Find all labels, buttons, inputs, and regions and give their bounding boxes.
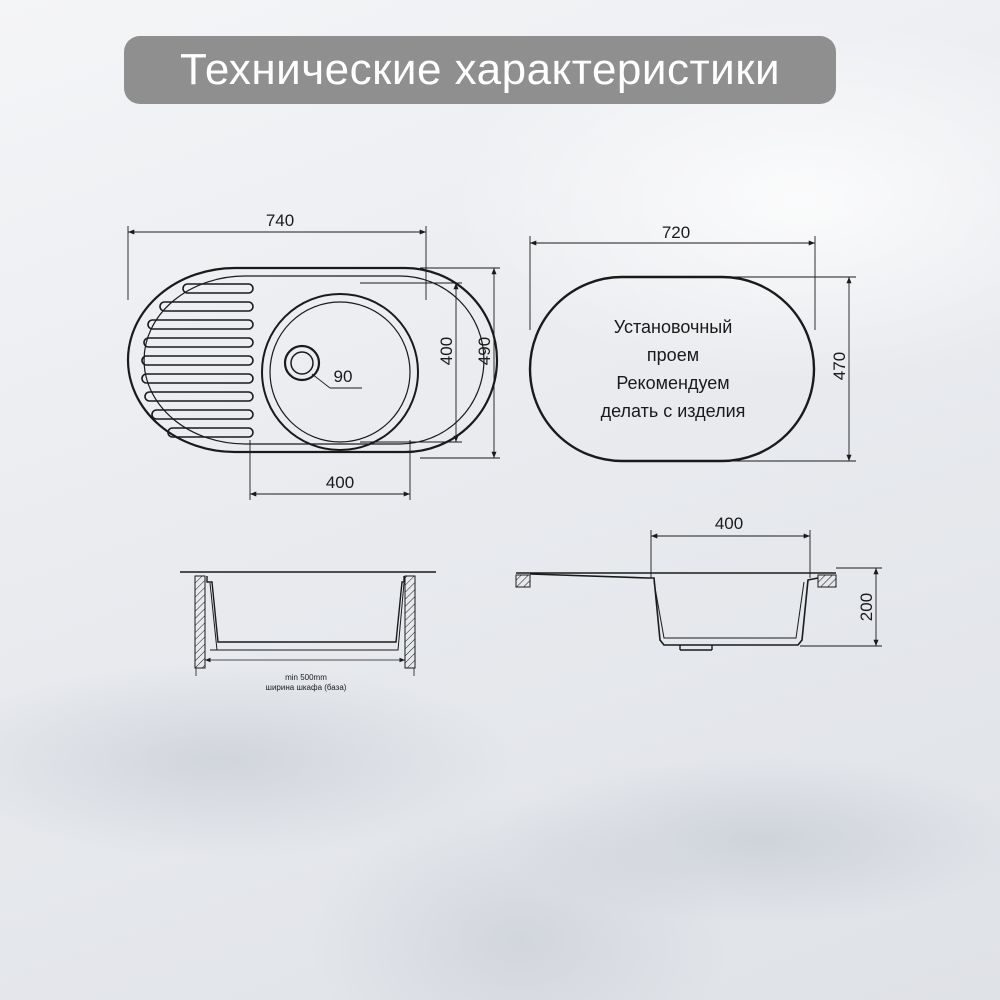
sink-outer-outline <box>126 266 499 454</box>
side-view-dimensions <box>650 530 882 647</box>
drain-inner <box>290 351 314 375</box>
cutout-outline <box>528 275 816 463</box>
side-bowl-width-label: 400 <box>715 514 743 533</box>
cutout-note-line-2: проем <box>647 345 699 365</box>
drainboard-ribs <box>141 283 254 438</box>
bowl-depth-label: 400 <box>437 337 456 365</box>
sink-top-view <box>126 226 500 500</box>
cabinet-min-width-label: min 500mm <box>285 673 327 682</box>
cutout-depth-label: 470 <box>830 352 849 380</box>
top-view-dimensions <box>127 226 500 500</box>
drain-diameter-label: 90 <box>334 367 353 386</box>
cutout-dimensions <box>529 236 856 462</box>
cutout-note-line-1: Установочный <box>614 317 733 337</box>
title-banner <box>124 36 836 104</box>
drain-outer <box>283 344 321 382</box>
cutout-width-label: 720 <box>662 223 690 242</box>
overall-width-label: 740 <box>266 211 294 230</box>
overall-depth-label: 490 <box>475 337 494 365</box>
cutout-note-line-3: Рекомендуем <box>616 373 729 393</box>
side-section-view <box>515 530 882 651</box>
sink-inner-outline <box>143 275 485 445</box>
bowl-inner <box>269 301 411 443</box>
cabinet-width-caption: ширина шкафа (база) <box>266 683 347 692</box>
bowl-outer <box>261 293 419 451</box>
page-title: Технические характеристики <box>179 45 781 94</box>
cutout-note-line-4: делать с изделия <box>601 401 746 421</box>
side-bowl-height-label: 200 <box>857 593 876 621</box>
cabinet-section-view <box>180 571 436 676</box>
cutout-view <box>528 236 856 463</box>
bowl-width-label: 400 <box>326 473 354 492</box>
